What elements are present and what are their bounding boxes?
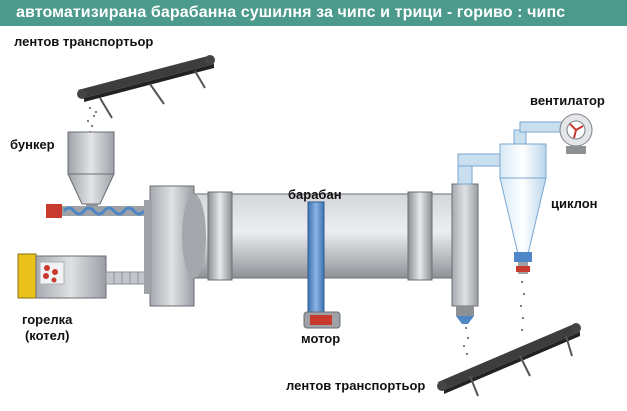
label-cyclone: циклон: [551, 196, 598, 211]
label-fan: вентилатор: [530, 93, 605, 108]
motor: [303, 311, 341, 329]
bunker-hopper: [67, 131, 115, 214]
title-bar: автоматизирана барабанна сушилня за чипс…: [0, 0, 627, 26]
label-burner: горелка (котел): [22, 312, 72, 344]
cyclone: [499, 129, 547, 274]
screw-feeder: [46, 204, 154, 218]
label-bottom-conveyor: лентов транспортьор: [286, 378, 426, 393]
label-top-conveyor: лентов транспортьор: [14, 34, 154, 49]
label-burner-line1: горелка: [22, 312, 73, 327]
dryer-diagram: [17, 55, 593, 397]
label-burner-line2: (котел): [24, 328, 70, 343]
drum: [182, 191, 471, 315]
outlet-housing: [451, 183, 479, 324]
diagram-title: автоматизирана барабанна сушилня за чипс…: [16, 4, 566, 21]
falling-material: [463, 281, 525, 355]
bottom-conveyor: [437, 323, 581, 397]
top-conveyor: [77, 55, 215, 133]
fan: [519, 113, 593, 154]
label-drum: барабан: [288, 187, 342, 202]
label-motor: мотор: [301, 331, 341, 346]
burner: [17, 253, 153, 299]
label-bunker: бункер: [10, 137, 55, 152]
